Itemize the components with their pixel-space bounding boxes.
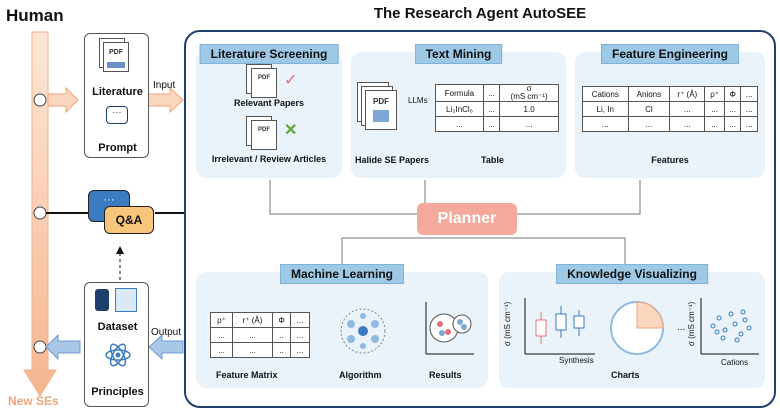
dataset-label: Dataset	[97, 321, 138, 333]
mining-table: Formula...σ(mS cm⁻¹) Li₃InCl₆...1.0 ....…	[435, 84, 559, 132]
literature-screening-panel: Literature Screening PDF ✓ Relevant Pape…	[196, 44, 342, 178]
irrelevant-label: Irrelevant / Review Articles	[211, 154, 327, 164]
prompt-label: Prompt	[98, 142, 137, 154]
algorithm-label: Algorithm	[339, 370, 382, 380]
human-output-arrow	[45, 333, 81, 361]
principles-label: Principles	[91, 386, 144, 398]
lit-screening-title: Literature Screening	[199, 44, 339, 64]
human-title: Human	[6, 6, 64, 25]
irrelevant-pdf-icon: PDF	[251, 120, 277, 150]
charts-label: Charts	[611, 370, 640, 380]
output-box: Dataset Principles	[84, 282, 149, 407]
agent-output-arrow	[148, 333, 184, 361]
agent-frame	[184, 30, 776, 408]
timeline-node-output	[33, 340, 47, 354]
relevant-papers-label: Relevant Papers	[233, 98, 305, 108]
output-label: Output	[151, 327, 182, 338]
halide-papers-label: Halide SE Papers	[355, 155, 430, 165]
atom-icon	[105, 343, 131, 367]
database-icon	[95, 289, 109, 311]
text-mining-title: Text Mining	[414, 44, 503, 64]
text-mining-panel: Text Mining PDF LLMs Formula...σ(mS cm⁻¹…	[351, 44, 566, 178]
timeline-node-qa	[33, 206, 47, 220]
qa-bubble[interactable]: Q&A	[104, 206, 154, 234]
kv-title: Knowledge Visualizing	[556, 264, 708, 284]
ml-title: Machine Learning	[279, 264, 405, 284]
feature-matrix-label: Feature Matrix	[216, 370, 278, 380]
features-label: Features	[651, 155, 689, 165]
check-icon: ✓	[284, 72, 298, 89]
crystal-icon	[373, 110, 389, 122]
llms-label: LLMs	[408, 96, 428, 105]
relevant-pdf-icon: PDF	[251, 68, 277, 98]
chat-icon: ···	[106, 106, 128, 124]
kv-ylabel-1: σ (mS cm⁻¹)	[503, 301, 512, 346]
pie-chart	[610, 301, 664, 355]
algorithm-icon	[340, 308, 386, 354]
planner-box[interactable]: Planner	[417, 203, 517, 235]
new-ses-label: New SEs	[8, 394, 59, 408]
boxplot-chart	[524, 298, 595, 355]
machine-learning-panel: Machine Learning ρ⁺r⁺ (Å)Φ... ..........…	[196, 264, 488, 388]
cross-icon: ✕	[284, 122, 298, 139]
dataset-grid-icon	[115, 288, 137, 312]
kv-ylabel-2: σ (mS cm⁻¹)	[687, 301, 696, 346]
scatter-chart	[700, 298, 759, 355]
timeline-node-input	[33, 93, 47, 107]
agent-title: The Research Agent AutoSEE	[373, 5, 587, 22]
literature-label: Literature	[92, 86, 143, 98]
results-icon	[425, 302, 474, 355]
knowledge-visualizing-panel: Knowledge Visualizing σ (mS cm⁻¹) Synthe…	[499, 264, 765, 388]
kv-x1-label: Synthesis	[559, 356, 594, 365]
feature-matrix-table: ρ⁺r⁺ (Å)Φ... ........... ...........	[209, 312, 310, 358]
kv-x2-label: Cations	[721, 358, 749, 367]
figure-icon	[107, 62, 125, 68]
feature-eng-title: Feature Engineering	[600, 44, 740, 64]
kv-ellipsis: ...	[677, 322, 686, 333]
input-box: PDF Literature ··· Prompt	[84, 33, 149, 158]
input-label: Input	[153, 80, 176, 91]
agent-input-arrow	[147, 86, 184, 114]
table-label: Table	[481, 155, 504, 165]
human-input-arrow	[47, 86, 79, 114]
results-label: Results	[429, 370, 462, 380]
